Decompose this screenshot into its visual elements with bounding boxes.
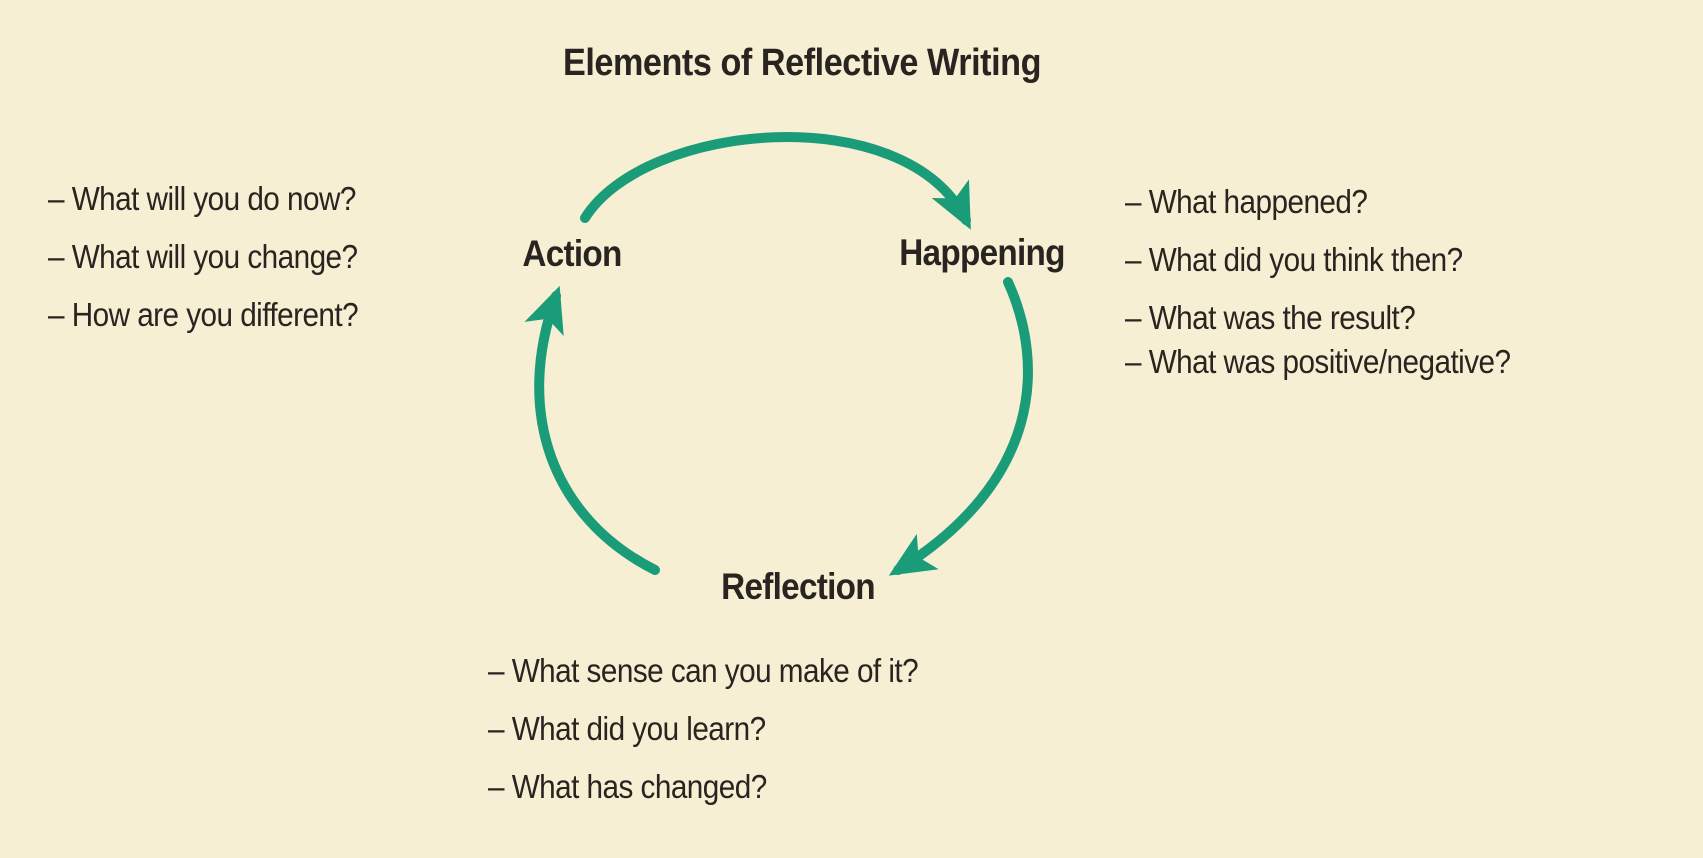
arrow-action-to-happening bbox=[580, 132, 971, 230]
action-questions-list: – What will you do now? – What will you … bbox=[48, 180, 359, 354]
question-item: – What happened? bbox=[1125, 183, 1368, 220]
question-item: – What sense can you make of it? bbox=[488, 652, 919, 689]
node-happening: Happening bbox=[899, 232, 1065, 273]
arrow-reflection-to-action bbox=[524, 285, 660, 575]
arrow-happening-to-reflection bbox=[888, 277, 1033, 576]
diagram-title: Elements of Reflective Writing bbox=[562, 42, 1042, 84]
question-item: – What was positive/negative? bbox=[1125, 343, 1511, 380]
question-item: – How are you different? bbox=[48, 296, 359, 333]
question-item: – What did you learn? bbox=[488, 710, 766, 747]
question-item: – What will you do now? bbox=[48, 180, 356, 217]
question-item: – What will you change? bbox=[48, 238, 358, 275]
node-action: Action bbox=[522, 233, 622, 274]
question-item: – What was the result? bbox=[1125, 299, 1416, 336]
question-item: – What has changed? bbox=[488, 768, 767, 805]
happening-questions-list: – What happened? – What did you think th… bbox=[1125, 183, 1511, 401]
node-reflection: Reflection bbox=[721, 566, 875, 607]
reflection-questions-list: – What sense can you make of it? – What … bbox=[488, 652, 919, 826]
question-item: – What did you think then? bbox=[1125, 241, 1463, 278]
